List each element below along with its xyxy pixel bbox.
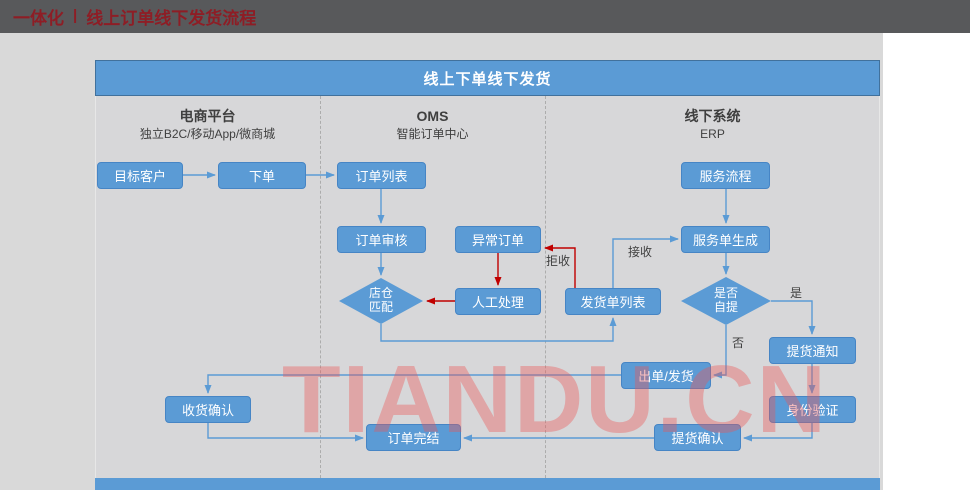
lane-title: 线下系统 <box>684 108 741 124</box>
node-order-list: 订单列表 <box>337 162 426 189</box>
lane-title: 电商平台 <box>179 108 236 124</box>
lane-separator-1 <box>320 96 321 478</box>
node-receipt-confirm: 收货确认 <box>165 396 251 423</box>
node-shipping-list: 发货单列表 <box>565 288 661 315</box>
edge-label-no: 否 <box>732 336 745 350</box>
page-title: 线上订单线下发货流程 <box>86 9 257 28</box>
lane-title: OMS <box>416 108 449 124</box>
lane-subtitle: 智能订单中心 <box>396 127 469 141</box>
top-header-bar: 一体化 | 线上订单线下发货流程 <box>0 0 970 33</box>
node-pickup-confirm: 提货确认 <box>654 424 741 451</box>
node-target-customer: 目标客户 <box>97 162 183 189</box>
header-divider-icon: | <box>73 7 78 24</box>
lane-header-oms: OMS 智能订单中心 <box>320 106 545 142</box>
flowchart-title: 线上下单线下发货 <box>95 60 880 96</box>
node-place-order: 下单 <box>218 162 306 189</box>
node-order-review: 订单审核 <box>337 226 426 253</box>
lane-separator-2 <box>545 96 546 478</box>
edge-label-accept: 接收 <box>628 245 653 259</box>
node-identity-verify: 身份验证 <box>769 396 856 423</box>
node-abnormal-order: 异常订单 <box>455 226 541 253</box>
edge-label-reject: 拒收 <box>546 254 571 268</box>
lane-subtitle: 独立B2C/移动App/微商城 <box>139 127 276 141</box>
node-service-flow: 服务流程 <box>681 162 770 189</box>
lane-subtitle: ERP <box>700 127 725 141</box>
node-ship-out: 出单/发货 <box>621 362 711 389</box>
node-service-order-gen: 服务单生成 <box>681 226 770 253</box>
frame-footer-bar <box>95 478 880 490</box>
brand-label: 一体化 <box>13 9 64 28</box>
edge-label-yes: 是 <box>790 286 803 300</box>
lane-header-offline: 线下系统 ERP <box>545 106 880 142</box>
node-order-complete: 订单完结 <box>366 424 461 451</box>
lane-header-ecommerce: 电商平台 独立B2C/移动App/微商城 <box>95 106 320 142</box>
node-pickup-notice: 提货通知 <box>769 337 856 364</box>
node-manual-handling: 人工处理 <box>455 288 541 315</box>
